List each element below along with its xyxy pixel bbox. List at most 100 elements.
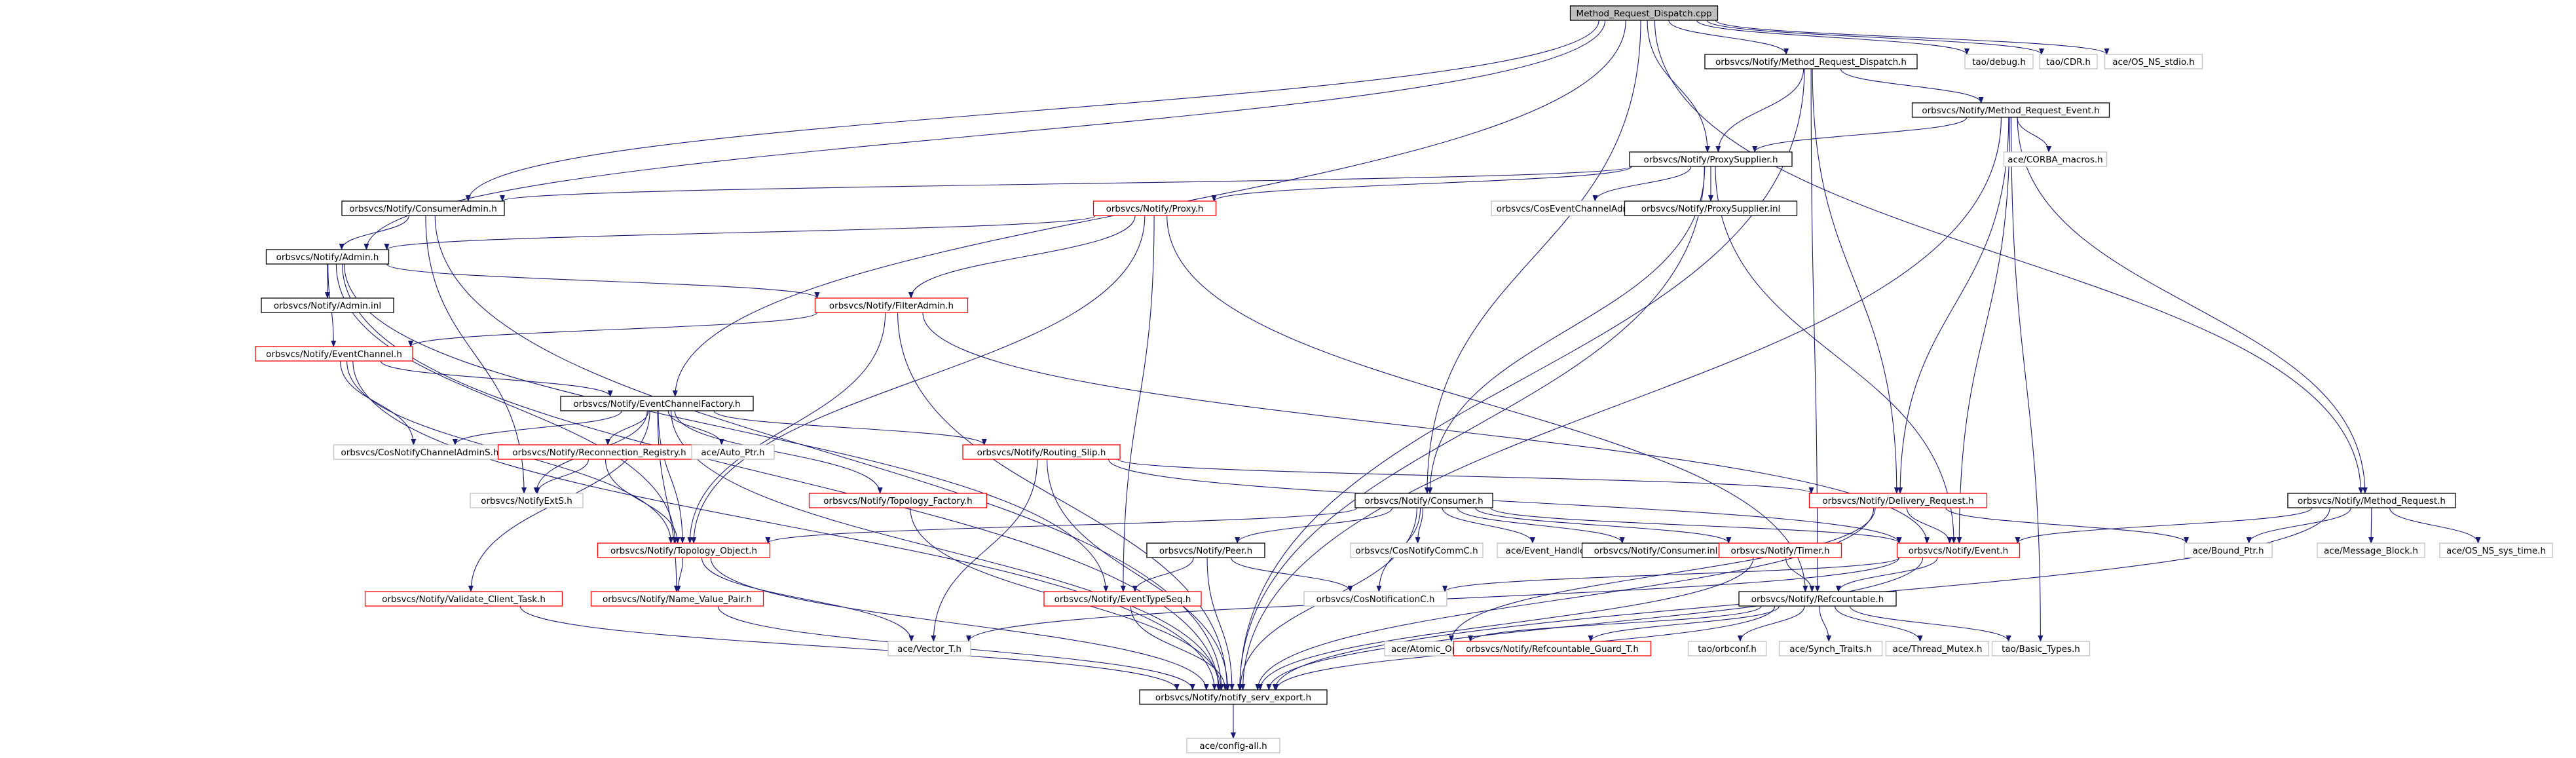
graph-node-peer[interactable]: orbsvcs/Notify/Peer.h [1146,542,1265,558]
node-box[interactable] [341,200,505,216]
graph-node-proxysupplier[interactable]: orbsvcs/Notify/ProxySupplier.h [1629,151,1793,167]
graph-node-msgblock[interactable]: ace/Message_Block.h [2317,542,2425,558]
graph-node-consumer[interactable]: orbsvcs/Notify/Consumer.h [1354,493,1493,508]
graph-node-notifyexts[interactable]: orbsvcs/NotifyExtS.h [470,493,584,508]
node-box[interactable] [2287,493,2456,508]
graph-node-debug[interactable]: tao/debug.h [1964,54,2034,69]
graph-node-coseca[interactable]: orbsvcs/CosEventChannelAdminC.h [1491,200,1660,216]
graph-node-threadmutex[interactable]: ace/Thread_Mutex.h [1885,641,1990,656]
graph-node-consumerinl[interactable]: orbsvcs/Notify/Consumer.inl [1581,542,1730,558]
node-box[interactable] [1911,102,2110,118]
graph-node-mreh[interactable]: orbsvcs/Notify/Method_Request_Event.h [1911,102,2110,118]
graph-node-cdr[interactable]: tao/CDR.h [2039,54,2098,69]
node-box[interactable] [2439,542,2553,558]
node-box[interactable] [1453,641,1652,656]
node-box[interactable] [1896,542,2021,558]
graph-node-synch[interactable]: ace/Synch_Traits.h [1778,641,1883,656]
graph-node-guard[interactable]: orbsvcs/Notify/Refcountable_Guard_T.h [1453,641,1652,656]
node-box[interactable] [1350,542,1484,558]
node-box[interactable] [560,396,754,411]
graph-node-osnsstdio[interactable]: ace/OS_NS_stdio.h [2104,54,2203,69]
node-box[interactable] [808,493,988,508]
graph-node-eventchannel[interactable]: orbsvcs/Notify/EventChannel.h [255,346,413,362]
node-box[interactable] [1991,641,2091,656]
node-box[interactable] [1569,5,1719,21]
node-box[interactable] [364,591,563,607]
node-box[interactable] [255,346,413,362]
node-box[interactable] [261,297,394,313]
graph-node-routingslip[interactable]: orbsvcs/Notify/Routing_Slip.h [962,444,1121,460]
node-box[interactable] [1778,641,1883,656]
node-box[interactable] [962,444,1121,460]
graph-node-cosnotifycomm[interactable]: orbsvcs/CosNotifyCommC.h [1350,542,1484,558]
node-box[interactable] [2039,54,2098,69]
node-box[interactable] [1704,54,1918,69]
node-box[interactable] [1303,591,1447,607]
graph-node-admininl[interactable]: orbsvcs/Notify/Admin.inl [261,297,394,313]
graph-node-consumeradmin[interactable]: orbsvcs/Notify/ConsumerAdmin.h [341,200,505,216]
graph-node-topofactory[interactable]: orbsvcs/Notify/Topology_Factory.h [808,493,988,508]
node-box[interactable] [2104,54,2203,69]
graph-node-timer[interactable]: orbsvcs/Notify/Timer.h [1718,542,1842,558]
graph-node-configall[interactable]: ace/config-all.h [1186,738,1280,753]
node-box[interactable] [1964,54,2034,69]
edge-root-to-osnsstdio [1715,20,2110,55]
graph-node-methodreq[interactable]: orbsvcs/Notify/Method_Request.h [2287,493,2456,508]
graph-node-proxy[interactable]: orbsvcs/Notify/Proxy.h [1092,200,1217,216]
graph-node-validatetask[interactable]: orbsvcs/Notify/Validate_Client_Task.h [364,591,563,607]
graph-node-orbconf[interactable]: tao/orbconf.h [1687,641,1767,656]
graph-node-corbamacros[interactable]: ace/CORBA_macros.h [2003,151,2108,167]
graph-node-vector[interactable]: ace/Vector_T.h [887,641,971,656]
node-box[interactable] [1186,738,1280,753]
graph-node-mrdh[interactable]: orbsvcs/Notify/Method_Request_Dispatch.h [1704,54,1918,69]
node-box[interactable] [597,542,771,558]
node-label: orbsvcs/Notify/Method_Request.h [2298,496,2446,506]
edge-consumer-to-timer [1475,507,1732,544]
graph-node-admin[interactable]: orbsvcs/Notify/Admin.h [265,249,390,265]
node-box[interactable] [1718,542,1842,558]
node-box[interactable] [814,297,969,313]
graph-node-cosnotification[interactable]: orbsvcs/CosNotificationC.h [1303,591,1447,607]
graph-node-osnssystime[interactable]: ace/OS_NS_sys_time.h [2439,542,2553,558]
graph-node-ecfactory[interactable]: orbsvcs/Notify/EventChannelFactory.h [560,396,754,411]
edge-event-to-cosnotification [1442,557,1900,592]
graph-node-event[interactable]: orbsvcs/Notify/Event.h [1896,542,2021,558]
node-box[interactable] [1624,200,1798,216]
graph-node-psinl[interactable]: orbsvcs/Notify/ProxySupplier.inl [1624,200,1798,216]
node-box[interactable] [2184,542,2273,558]
node-box[interactable] [2003,151,2108,167]
node-box[interactable] [590,591,764,607]
node-box[interactable] [1687,641,1767,656]
graph-node-root[interactable]: Method_Request_Dispatch.cpp [1569,5,1719,21]
graph-node-eventhandler[interactable]: ace/Event_Handler.h [1497,542,1605,558]
node-box[interactable] [887,641,971,656]
edge-refcountable-to-basictypes [1849,605,2011,642]
node-box[interactable] [1092,200,1217,216]
node-box[interactable] [1885,641,1990,656]
graph-node-reconreg[interactable]: orbsvcs/Notify/Reconnection_Registry.h [497,444,701,460]
graph-node-boundptr[interactable]: ace/Bound_Ptr.h [2184,542,2273,558]
node-box[interactable] [1354,493,1493,508]
graph-node-eventtypeseq[interactable]: orbsvcs/Notify/EventTypeSeq.h [1043,591,1202,607]
graph-node-basictypes[interactable]: tao/Basic_Types.h [1991,641,2091,656]
graph-node-coschanneladmins[interactable]: orbsvcs/CosNotifyChannelAdminS.h [333,444,507,460]
node-box[interactable] [2317,542,2425,558]
graph-node-namevalue[interactable]: orbsvcs/Notify/Name_Value_Pair.h [590,591,764,607]
node-box[interactable] [1139,689,1328,705]
node-label: orbsvcs/Notify/EventTypeSeq.h [1055,594,1191,605]
node-box[interactable] [470,493,584,508]
node-box[interactable] [1146,542,1265,558]
graph-node-servexport[interactable]: orbsvcs/Notify/notify_serv_export.h [1139,689,1328,705]
graph-node-autoptr[interactable]: ace/Auto_Ptr.h [691,444,775,460]
node-box[interactable] [1738,591,1897,607]
node-box[interactable] [265,249,390,265]
node-box[interactable] [1808,493,1988,508]
graph-node-topoobject[interactable]: orbsvcs/Notify/Topology_Object.h [597,542,771,558]
graph-node-deliveryreq[interactable]: orbsvcs/Notify/Delivery_Request.h [1808,493,1988,508]
node-box[interactable] [691,444,775,460]
graph-node-refcountable[interactable]: orbsvcs/Notify/Refcountable.h [1738,591,1897,607]
node-box[interactable] [1043,591,1202,607]
node-box[interactable] [1629,151,1793,167]
edge-root-to-proxysupplier [1647,20,1710,153]
graph-node-filteradmin[interactable]: orbsvcs/Notify/FilterAdmin.h [814,297,969,313]
